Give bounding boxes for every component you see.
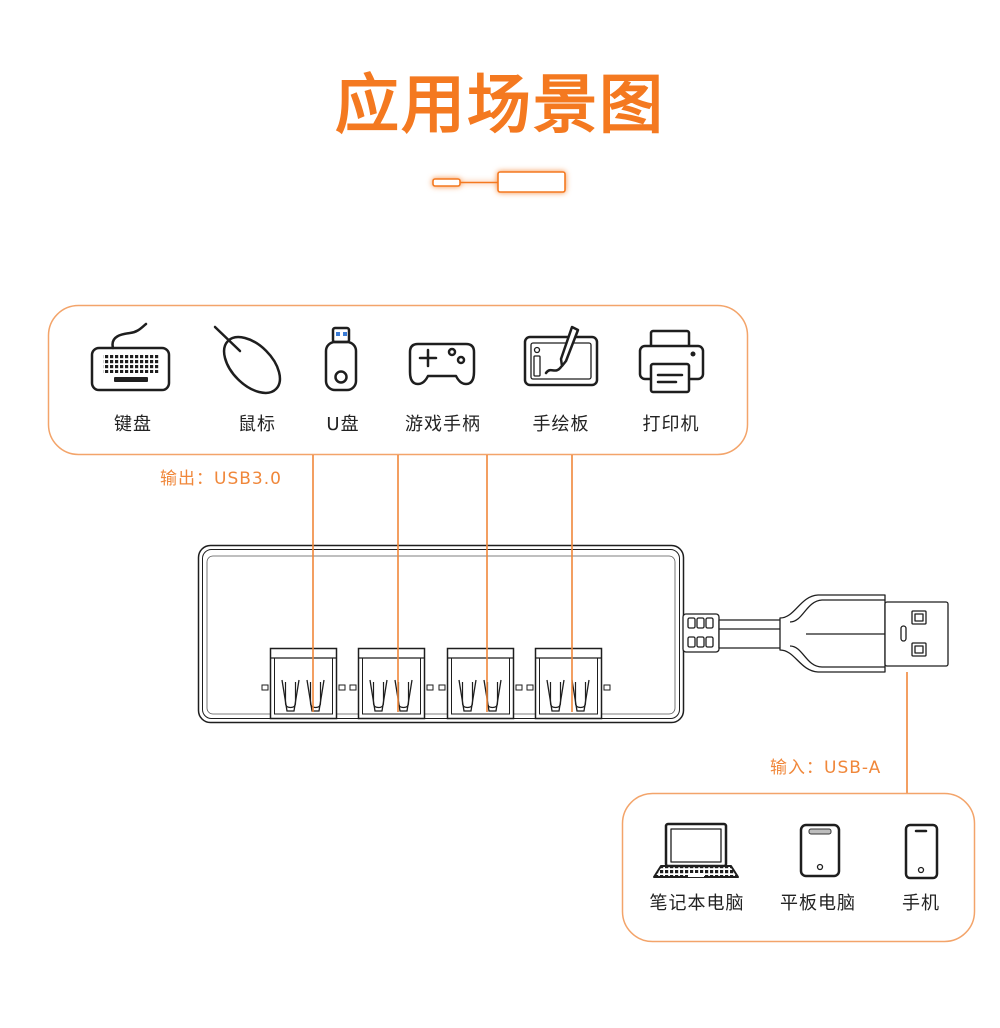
input-label: 输入：USB-A [770, 758, 881, 778]
usb-flash-drive-icon [324, 326, 358, 392]
keyboard-icon [90, 322, 171, 392]
laptop-icon [653, 822, 739, 878]
laptop-screen [670, 828, 722, 863]
hub-inner-shell [202, 549, 680, 719]
device-tablet: 平板电脑 [780, 823, 856, 914]
device-label: 平板电脑 [780, 893, 856, 914]
device-label: 鼠标 [238, 414, 276, 435]
plug-hole [911, 642, 927, 657]
keyboard-body [90, 346, 171, 392]
tablet-side-bar [533, 355, 541, 377]
device-label: U盘 [326, 414, 359, 435]
device-printer: 打印机 [638, 329, 705, 435]
device-drawing-tablet: 手绘板 [523, 325, 599, 435]
output-connections [312, 455, 573, 712]
device-label: 游戏手柄 [405, 414, 481, 435]
device-label: 键盘 [114, 414, 152, 435]
printer-light [690, 351, 696, 357]
printer-paper-lines [656, 373, 684, 384]
cable-jacket [718, 619, 784, 649]
tablet-home-button [816, 863, 824, 871]
plug-hole-inner [914, 613, 924, 622]
gamepad-body [408, 342, 476, 386]
output-label: 输出：USB3.0 [160, 469, 282, 489]
strain-rib [696, 636, 705, 648]
usb-port [261, 647, 346, 720]
usb-drive-pin [343, 332, 347, 336]
keyboard-spacebar [114, 377, 148, 382]
strain-rib [687, 636, 696, 648]
usb-hub-icon [197, 544, 685, 724]
gamepad-button [447, 347, 457, 357]
laptop-base [653, 865, 739, 878]
input-panel-border [621, 792, 976, 943]
page-title: 应用场景图 [335, 69, 665, 143]
cable-tip [432, 178, 461, 187]
usb-cable-icon [432, 171, 566, 193]
strain-rib [696, 617, 705, 629]
device-label: 打印机 [643, 414, 700, 435]
drawing-tablet-icon [523, 325, 599, 387]
device-label: 笔记本电脑 [650, 893, 745, 914]
device-usb-drive: U盘 [324, 326, 359, 435]
strain-rib [687, 617, 696, 629]
usb-drive-ring [334, 370, 348, 384]
input-devices-panel: 笔记本电脑 平板电脑 手机 [621, 792, 976, 943]
tablet-dot [533, 346, 541, 354]
usb-drive-body [324, 340, 358, 392]
hub-face [206, 555, 676, 715]
gamepad-icon [408, 342, 476, 386]
cable-connector [497, 171, 566, 193]
laptop-notch [688, 873, 704, 877]
strain-rib [705, 617, 714, 629]
tablet-pen [559, 325, 580, 368]
usb-port [349, 647, 434, 720]
gamepad-button [456, 355, 466, 365]
printer-icon [638, 329, 705, 394]
tablet-stroke [544, 365, 563, 375]
tablet-top-bar [808, 828, 832, 835]
gamepad-dpad [418, 348, 438, 368]
device-label: 手机 [902, 893, 940, 914]
hub-cable [682, 613, 784, 653]
mouse-icon [213, 325, 282, 395]
plug-metal-shell [884, 601, 949, 667]
phone-body [904, 823, 939, 880]
plug-overmold-edge [789, 599, 885, 668]
tablet-surface [530, 342, 592, 380]
device-mouse: 鼠标 [213, 325, 282, 435]
output-devices-panel: 键盘 鼠标 U盘 [47, 304, 749, 456]
usb-a-plug-icon [779, 594, 949, 673]
printer-paper-in [649, 329, 691, 349]
mouse-cord [213, 325, 242, 353]
device-phone: 手机 [902, 823, 940, 914]
phone-icon [904, 823, 939, 880]
device-label: 手绘板 [533, 414, 590, 435]
tablet-frame [523, 335, 599, 387]
tablet-icon [799, 823, 841, 878]
device-laptop: 笔记本电脑 [650, 822, 745, 914]
output-panel-border [47, 304, 749, 456]
phone-home-button [917, 866, 925, 874]
usb-drive-pin [336, 332, 340, 336]
device-keyboard: 键盘 [90, 322, 171, 435]
device-gamepad: 游戏手柄 [405, 342, 481, 435]
printer-tray [649, 362, 691, 394]
usb-port [438, 647, 523, 720]
laptop-screen-frame [664, 822, 728, 868]
usb-port [526, 647, 611, 720]
keyboard-cord [111, 322, 148, 350]
plug-hole-inner [914, 645, 924, 654]
keyboard-keys [103, 354, 159, 373]
plug-slot [900, 625, 907, 642]
plug-hole [911, 610, 927, 625]
strain-rib [705, 636, 714, 648]
tablet-body [799, 823, 841, 878]
